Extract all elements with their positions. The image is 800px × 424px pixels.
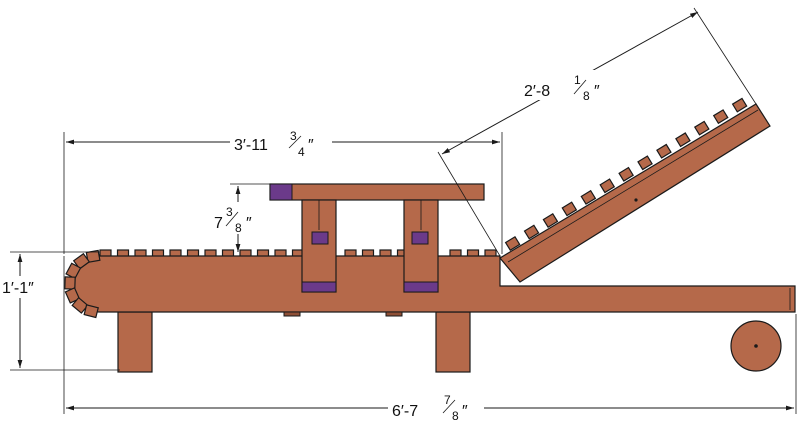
ext-line-back-top — [693, 7, 757, 105]
front-curl-slats — [64, 249, 101, 319]
dim-label-bg-table-height — [210, 202, 266, 234]
backrest-slat — [693, 120, 710, 136]
table-left-foot — [301, 281, 337, 293]
dim-frac-den-table-width: 4 — [298, 145, 305, 159]
dim-frac-num-table-width: 3 — [290, 129, 297, 143]
dim-text-seat-height: 1′-1″ — [2, 280, 34, 297]
dim-frac-den-overall-length: 8 — [452, 409, 459, 423]
dim-frac-num-table-height: 3 — [226, 205, 233, 219]
frac-bar — [442, 399, 456, 414]
table-under-tab-left — [283, 311, 301, 317]
frac-bar — [573, 79, 587, 95]
dim-label-bg-overall-length — [388, 394, 484, 422]
seat-slats — [99, 249, 497, 259]
backrest-inner-line — [507, 109, 759, 263]
backrest-slat — [504, 235, 521, 252]
backrest-slat — [599, 178, 616, 194]
backrest-slat — [523, 224, 540, 240]
dim-frac-num-overall-length: 7 — [444, 393, 451, 407]
curl-slat — [71, 296, 89, 314]
dim-label-bg-table-width — [230, 128, 332, 156]
backrest-slats — [504, 97, 748, 252]
backrest-slat — [712, 109, 729, 125]
dim-unit-back-length: ″ — [594, 83, 600, 100]
rear-leg — [435, 311, 471, 373]
table-top-end — [269, 183, 293, 201]
dim-frac-den-table-height: 8 — [235, 221, 242, 235]
backrest-slat — [731, 97, 748, 113]
dim-text-table-height: 7 — [214, 215, 223, 232]
frac-bar — [288, 135, 302, 149]
table-right-block — [411, 231, 429, 245]
table-under-tab-right — [385, 311, 403, 317]
table-right-foot — [403, 281, 439, 293]
curl-slat — [64, 287, 81, 304]
curl-slat — [72, 252, 91, 270]
curl-slat — [64, 276, 76, 290]
backrest-frame — [499, 103, 771, 283]
front-leg — [117, 311, 153, 373]
backrest-pivot — [634, 198, 638, 202]
backrest-slat — [561, 201, 578, 217]
wheel-axle — [754, 344, 758, 348]
curl-slat — [65, 262, 82, 280]
backrest-slat — [542, 212, 559, 229]
ext-line-back-bottom — [437, 151, 501, 257]
table-top — [269, 183, 485, 201]
dim-unit-table-height: ″ — [246, 215, 252, 232]
backrest-slat — [618, 166, 634, 182]
dim-label-bg-seat-height — [0, 276, 52, 298]
dim-frac-num-back-length: 1 — [574, 73, 581, 87]
dim-text-back-length: 2′-8 — [524, 83, 550, 100]
dim-unit-table-width: ″ — [308, 137, 314, 154]
backrest — [499, 97, 771, 283]
dim-label-bg-back-length — [520, 70, 612, 100]
dim-frac-den-back-length: 8 — [583, 89, 590, 103]
dim-text-overall-length: 6′-7 — [392, 403, 418, 420]
dim-unit-overall-length: ″ — [462, 403, 468, 420]
table-left-block — [311, 231, 329, 245]
curl-slat — [85, 249, 101, 264]
backrest-slat — [580, 189, 597, 205]
curl-slat — [83, 304, 99, 319]
frac-bar — [225, 211, 239, 227]
dim-text-table-width: 3′-11 — [234, 137, 268, 154]
backrest-slat — [637, 155, 653, 171]
